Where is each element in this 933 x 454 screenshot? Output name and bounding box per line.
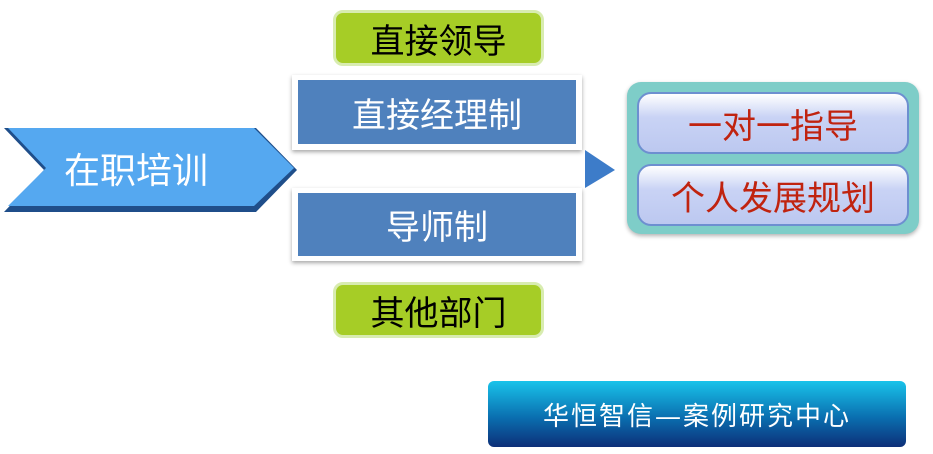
chevron-arrow-icon	[4, 128, 297, 212]
outcomes-panel: 一对一指导 个人发展规划	[627, 82, 919, 234]
outcome-2: 个人发展规划	[637, 164, 909, 226]
method-label-1: 直接经理制	[298, 80, 576, 144]
bottom-label: 其他部门	[333, 282, 544, 338]
start-label: 在职培训	[64, 151, 209, 192]
method-card-1: 直接经理制	[292, 75, 582, 150]
method-label-2: 导师制	[298, 193, 576, 256]
outcome-1: 一对一指导	[637, 92, 909, 154]
footer-banner: 华恒智信—案例研究中心	[488, 381, 906, 447]
start-arrow: 在职培训	[4, 128, 299, 212]
method-card-2: 导师制	[292, 188, 582, 261]
top-label: 直接领导	[333, 10, 544, 66]
triangle-arrow-icon	[585, 150, 615, 188]
